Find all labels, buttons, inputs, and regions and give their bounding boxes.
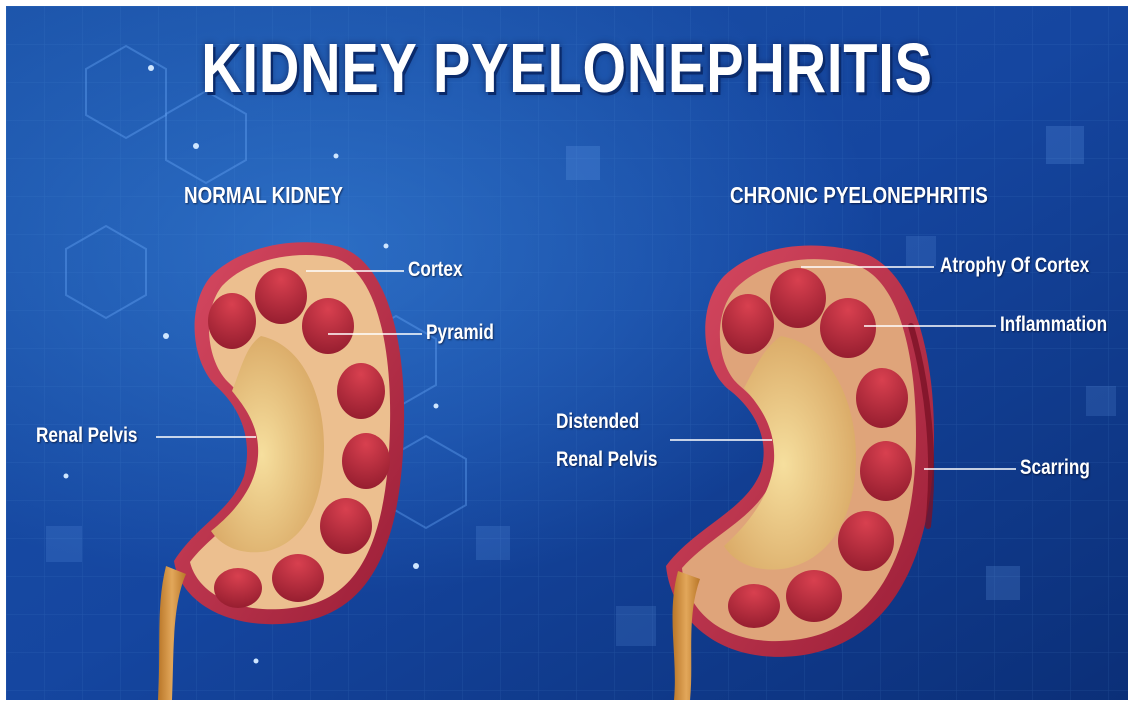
label-atrophy-of-cortex: Atrophy Of Cortex [940,254,1089,278]
page-title: KIDNEY PYELONEPHRITIS [118,28,1016,108]
infographic: KIDNEY PYELONEPHRITIS NORMAL KIDNEY CHRO… [6,6,1128,700]
chronic-pyelonephritis-heading: CHRONIC PYELONEPHRITIS [730,182,988,209]
label-distended-renal-pelvis: Renal Pelvis [556,448,657,472]
label-cortex: Cortex [408,258,463,282]
label-distended: Distended [556,410,639,434]
normal-kidney-heading: NORMAL KIDNEY [184,182,343,209]
label-renal-pelvis: Renal Pelvis [36,424,137,448]
label-scarring: Scarring [1020,456,1090,480]
label-pyramid: Pyramid [426,321,494,345]
label-inflammation: Inflammation [1000,313,1107,337]
kidney-illustration [6,6,1128,700]
